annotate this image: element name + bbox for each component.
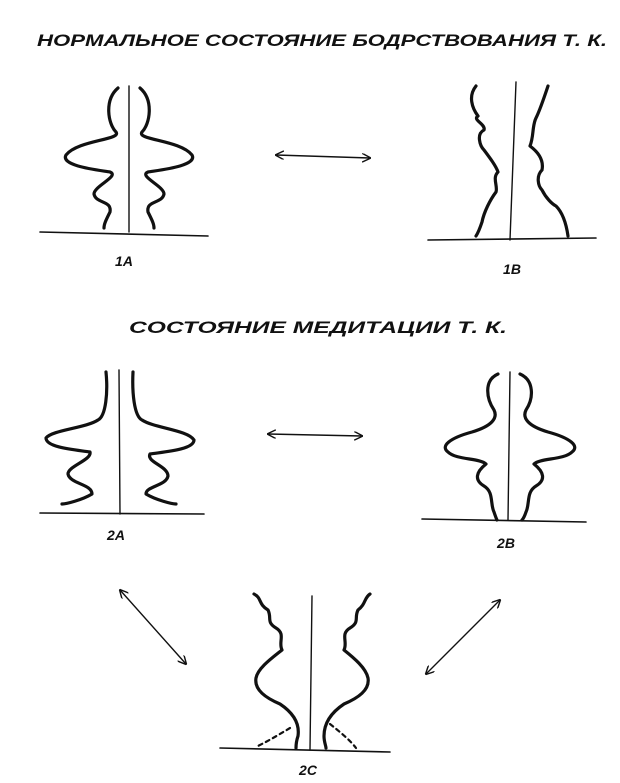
figure-2a bbox=[39, 369, 205, 515]
figure-1b-right-contour bbox=[528, 84, 570, 238]
title-meditation-state: СОСТОЯНИЕ МЕДИТАЦИИ Т. К. bbox=[129, 318, 507, 337]
label-2b: 2B bbox=[496, 535, 515, 551]
figure-2b-baseline bbox=[421, 518, 587, 523]
figure-2c-right-contour bbox=[322, 592, 372, 750]
figure-2a-baseline bbox=[39, 512, 205, 515]
label-2c: 2C bbox=[298, 762, 318, 778]
arrow-2b-2c bbox=[426, 600, 500, 674]
figure-1b bbox=[427, 81, 597, 241]
figure-1b-baseline bbox=[427, 237, 597, 241]
figure-2c-baseline bbox=[219, 747, 391, 753]
label-2a: 2A bbox=[106, 527, 125, 543]
figure-2b-right-contour bbox=[518, 372, 577, 522]
figure-1b-left-contour bbox=[469, 84, 500, 238]
figure-2a-axis bbox=[118, 369, 121, 515]
label-1a: 1A bbox=[115, 253, 133, 269]
figure-1a bbox=[39, 85, 209, 237]
figure-2b-left-contour bbox=[443, 372, 500, 522]
figure-2a-left-contour bbox=[44, 370, 109, 506]
figure-2a-right-contour bbox=[131, 370, 196, 506]
figure-1a-left-contour bbox=[64, 86, 120, 230]
figure-2c-left-dashed-contour bbox=[256, 726, 292, 748]
arrow-2a-2b bbox=[268, 434, 362, 436]
figure-2b bbox=[421, 371, 587, 523]
figure-1a-baseline bbox=[39, 231, 209, 237]
figure-2c bbox=[219, 592, 391, 753]
arrow-2a-2c bbox=[120, 590, 186, 664]
figure-1a-right-contour bbox=[138, 86, 194, 230]
figure-2b-axis bbox=[507, 371, 511, 521]
title-normal-state: НОРМАЛЬНОЕ СОСТОЯНИЕ БОДРСТВОВАНИЯ Т. К. bbox=[37, 31, 607, 50]
figure-2c-axis bbox=[309, 595, 313, 751]
figure-2c-left-contour bbox=[252, 592, 300, 750]
label-1b: 1B bbox=[503, 261, 521, 277]
arrow-1a-1b bbox=[276, 155, 370, 158]
figure-2c-right-dashed-contour bbox=[328, 722, 358, 750]
figure-1b-axis bbox=[509, 81, 517, 241]
